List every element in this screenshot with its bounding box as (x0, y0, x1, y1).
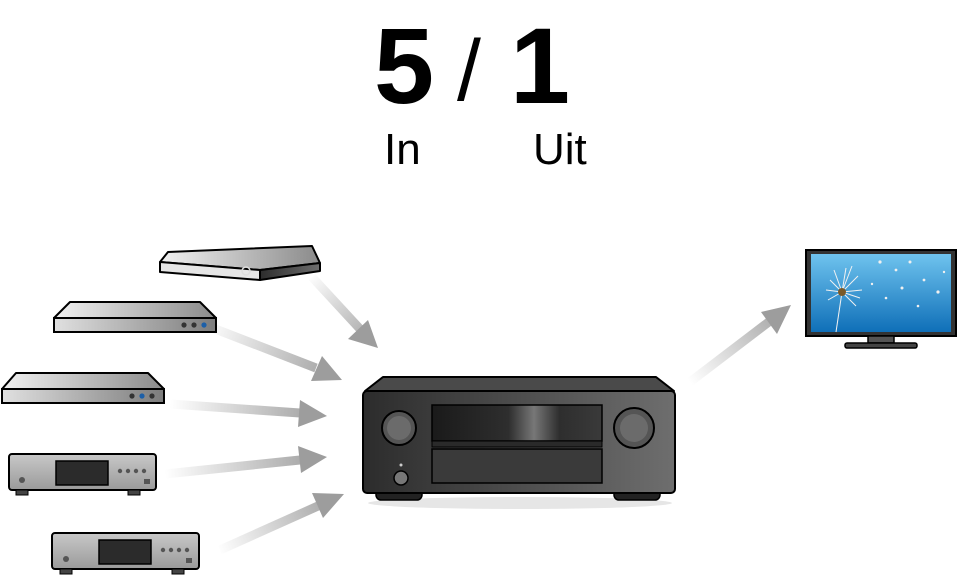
output-label: Uit (533, 125, 587, 174)
input-arrow-4 (164, 446, 327, 479)
output-arrow (687, 305, 791, 386)
power-icon (241, 266, 251, 276)
disc-player-icon (53, 301, 217, 333)
disc-player-icon (1, 372, 165, 404)
streaming-box-icon (159, 245, 321, 281)
input-count: 5 (374, 5, 435, 126)
input-label: In (384, 125, 421, 174)
input-arrow-5 (218, 493, 344, 555)
input-arrow-1 (308, 273, 378, 348)
tv-icon (805, 249, 957, 349)
input-arrow-3 (169, 399, 327, 427)
output-count: 1 (510, 5, 571, 126)
cd-player-icon (8, 453, 157, 496)
av-receiver-icon (362, 376, 676, 509)
input-arrow-2 (203, 320, 342, 381)
cd-player-icon (51, 532, 200, 575)
separator: / (457, 23, 481, 119)
